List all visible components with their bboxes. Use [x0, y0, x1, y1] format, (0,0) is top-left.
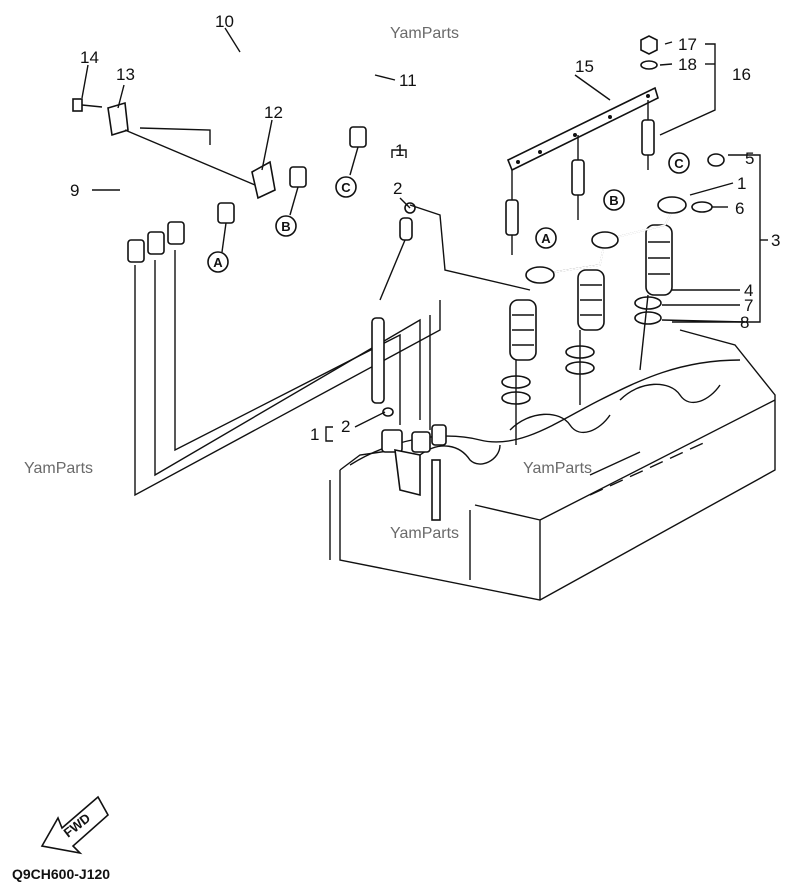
callout-1-right: 1: [737, 174, 746, 193]
callout-17: 17: [678, 35, 697, 54]
callout-2-lower: 2: [341, 417, 350, 436]
leak-off-pipe: [409, 153, 725, 291]
callout-8: 8: [740, 313, 749, 332]
callout-12: 12: [264, 103, 283, 122]
watermark-top: YamParts: [390, 25, 459, 42]
injector-1: [501, 299, 537, 445]
injector-3: [634, 224, 673, 371]
callout-14: 14: [80, 48, 99, 67]
ref-mark-b-left: B: [281, 219, 290, 234]
callout-6: 6: [735, 199, 744, 218]
watermark-left: YamParts: [24, 460, 93, 477]
callout-3: 3: [771, 231, 780, 250]
callout-13: 13: [116, 65, 135, 84]
return-hose: [371, 202, 416, 417]
injector-2: [565, 269, 605, 405]
callout-7: 7: [744, 296, 753, 315]
glow-plug-set: [505, 35, 659, 255]
watermark-center: YamParts: [390, 525, 459, 542]
callout-18: 18: [678, 55, 697, 74]
fwd-arrow-icon: FWD: [40, 795, 110, 855]
leader-lines: [81, 27, 768, 442]
ref-mark-a-right: A: [541, 231, 551, 246]
ref-mark-a-left: A: [213, 255, 223, 270]
ref-mark-c-right: C: [674, 156, 684, 171]
callout-1-lower: 1: [310, 425, 319, 444]
callout-5: 5: [745, 149, 754, 168]
callout-2-upper: 2: [393, 179, 402, 198]
diagram-code: Q9CH600-J120: [12, 866, 110, 882]
pump-fittings: [381, 424, 447, 521]
reference-marks: A B C A B C: [207, 152, 690, 273]
callout-10: 10: [215, 12, 234, 31]
callout-15: 15: [575, 57, 594, 76]
callout-16: 16: [732, 65, 751, 84]
callout-numbers: 14 13 10 12 11 9 1 2 1 2 15 17 18 16 5 1…: [70, 12, 780, 444]
ref-mark-c-left: C: [341, 180, 351, 195]
ref-mark-b-right: B: [609, 193, 618, 208]
watermarks: YamParts YamParts YamParts YamParts: [24, 25, 592, 542]
callout-1-upper: 1: [395, 141, 404, 160]
bolt-14: [72, 98, 103, 112]
watermark-right: YamParts: [523, 460, 592, 477]
injection-pipes: [123, 20, 441, 497]
callout-9: 9: [70, 181, 79, 200]
callout-4: 4: [744, 281, 753, 300]
callout-11: 11: [399, 71, 417, 90]
